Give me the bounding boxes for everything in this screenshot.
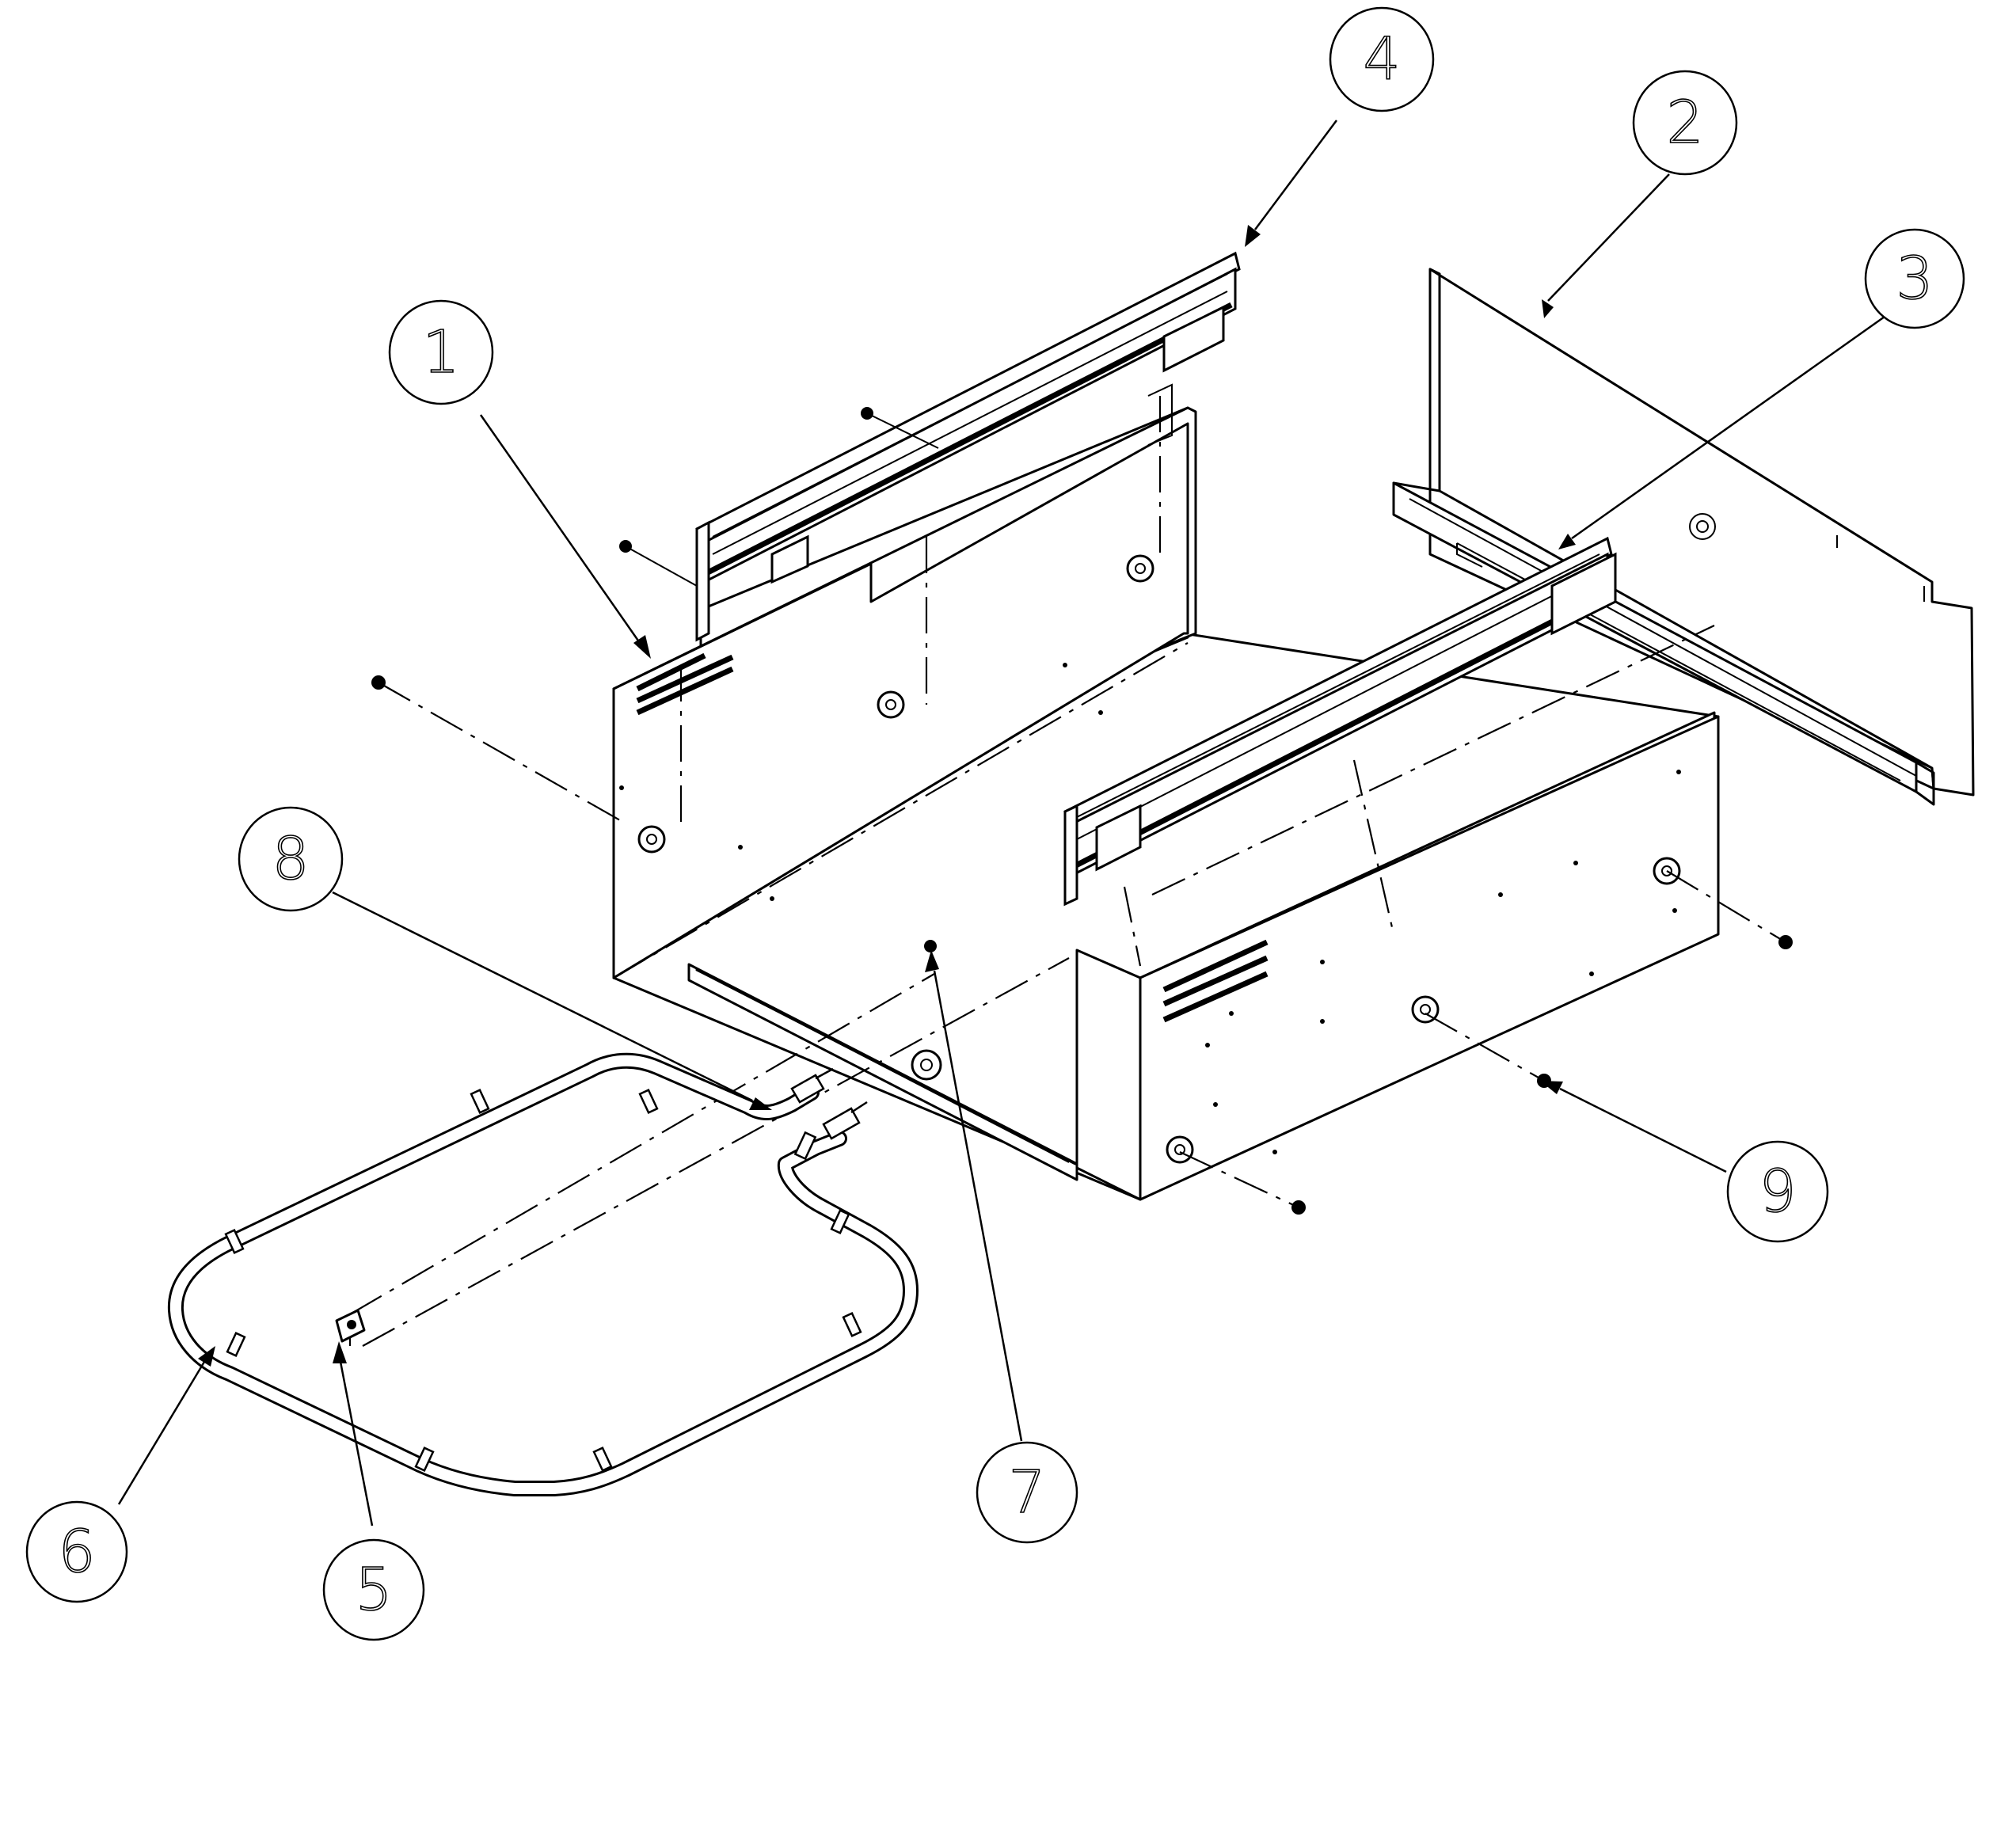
callout-9-label: 9 [1759, 1158, 1796, 1226]
mounting-boss [877, 690, 905, 719]
mounting-boss [1166, 1135, 1194, 1164]
callout-2: 2 [1632, 70, 1738, 176]
callout-7-label: 7 [1008, 1458, 1045, 1527]
callout-6: 6 [25, 1500, 128, 1603]
leader-lines [117, 120, 1885, 1527]
mounting-boss [1126, 554, 1154, 583]
mounting-boss [637, 825, 666, 854]
callout-8: 8 [238, 806, 344, 912]
slide-rail-left [679, 251, 1241, 831]
callout-5: 5 [322, 1538, 425, 1641]
slide-rail-right [1063, 536, 1617, 967]
callout-8-label: 8 [272, 825, 309, 893]
callout-9: 9 [1726, 1140, 1829, 1243]
element-bracket [335, 1309, 366, 1343]
callout-5-label: 5 [355, 1556, 392, 1624]
back-panel [1392, 268, 1975, 806]
heating-element [167, 1052, 919, 1496]
mounting-boss [911, 1049, 942, 1081]
callout-3-label: 3 [1896, 245, 1933, 313]
callout-1: 1 [388, 299, 494, 405]
callout-6-label: 6 [58, 1518, 95, 1586]
callout-4: 4 [1329, 6, 1435, 112]
main-housing [612, 406, 1720, 1201]
callout-1-label: 1 [422, 318, 459, 386]
callout-3: 3 [1864, 228, 1965, 329]
callout-4-label: 4 [1363, 25, 1400, 93]
callout-7: 7 [976, 1441, 1078, 1544]
callout-2-label: 2 [1666, 89, 1703, 157]
assembly-lines [348, 625, 1786, 1347]
